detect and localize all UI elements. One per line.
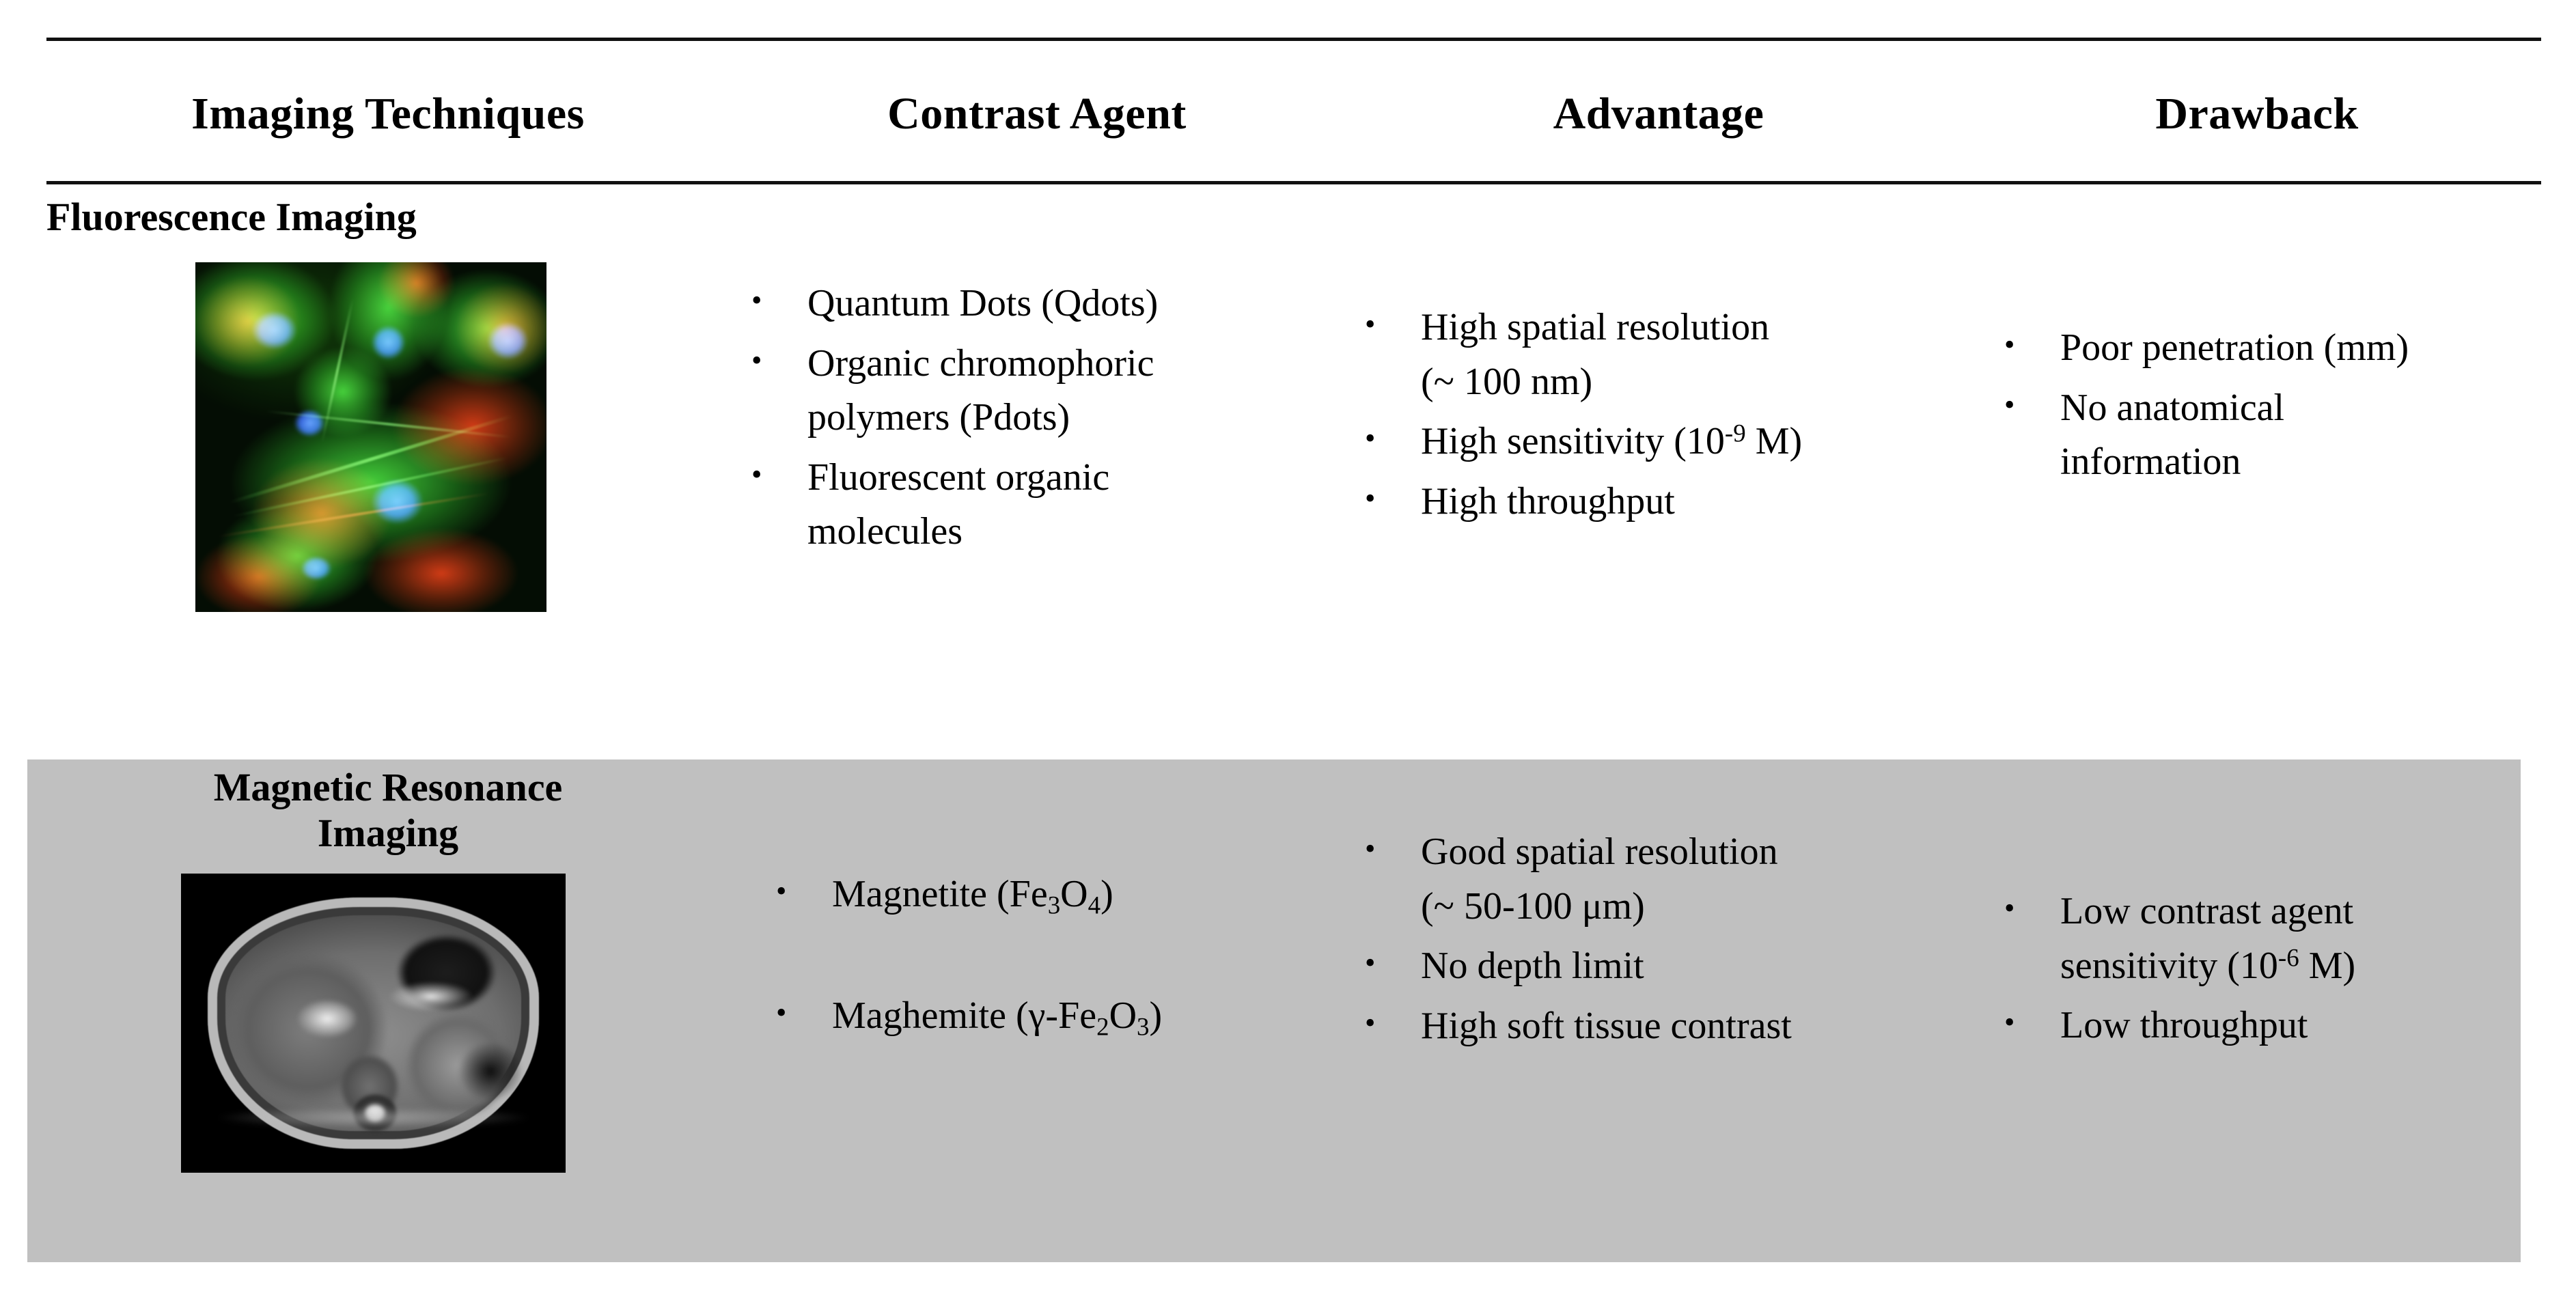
advantage-cell-mri: Good spatial resolution (~ 50-100 μm) No …	[1344, 765, 1973, 1059]
bullet-text: Quantum Dots (Qdots)	[807, 282, 1159, 324]
subscript: 4	[1088, 891, 1101, 919]
column-header-advantage: Advantage	[1553, 89, 1764, 139]
list-item: Fluorescent organic molecules	[745, 451, 1344, 559]
bullet-text: No depth limit	[1421, 945, 1644, 988]
list-item: Quantum Dots (Qdots)	[745, 277, 1344, 331]
fluorescence-micrograph-thumbnail	[195, 262, 546, 612]
table-header-rule	[46, 181, 2541, 184]
table-header-row: Imaging Techniques Contrast Agent Advant…	[46, 51, 2541, 178]
technique-cell-mri: Magnetic Resonance Imaging	[46, 765, 730, 1173]
list-item: Good spatial resolution (~ 50-100 μm)	[1358, 825, 1973, 934]
bullet-text: Low throughput	[2060, 1004, 2308, 1047]
bullet-text: Low contrast agent	[2060, 890, 2354, 932]
table-row-magnetic-resonance-imaging: Magnetic Resonance Imaging Magnetite (Fe…	[46, 765, 2541, 1264]
list-item: No depth limit	[1358, 939, 1973, 994]
bullet-text: Fluorescent organic	[807, 456, 1110, 499]
subscript: 2	[1096, 1012, 1109, 1041]
exponent: -6	[2277, 943, 2299, 971]
bullet-text-cont: molecules	[807, 510, 963, 553]
bullet-text: Poor penetration (mm)	[2060, 326, 2409, 369]
bullet-text-unit: M)	[1745, 420, 1803, 463]
bullet-text-post: )	[1100, 873, 1113, 915]
drawback-cell-mri: Low contrast agent sensitivity (10-6 M) L…	[1973, 765, 2541, 1059]
bullet-text-cont: polymers (Pdots)	[807, 396, 1070, 439]
bullet-text: Maghemite (γ-Fe	[832, 994, 1097, 1037]
bullet-text-cont: information	[2060, 441, 2241, 484]
drawback-list-mri: Low contrast agent sensitivity (10-6 M) L…	[1997, 884, 2541, 1053]
mri-abdominal-slice-thumbnail	[181, 874, 566, 1173]
list-item: High spatial resolution (~ 100 nm)	[1358, 301, 1973, 409]
technique-title-fluorescence: Fluorescence Imaging	[46, 195, 417, 239]
list-item: High throughput	[1358, 475, 1973, 529]
bullet-text: Good spatial resolution	[1421, 831, 1778, 873]
contrast-agent-cell-mri: Magnetite (Fe3O4) Maghemite (γ-Fe2O3)	[730, 765, 1344, 1111]
bullet-text-cont: (~ 50-100 μm)	[1421, 884, 1645, 928]
bullet-text-mid: O	[1060, 873, 1088, 915]
advantage-cell-fluorescence: High spatial resolution (~ 100 nm) High s…	[1344, 195, 1973, 534]
list-item: Poor penetration (mm)	[1997, 321, 2541, 376]
list-item: High sensitivity (10-9 M)	[1358, 415, 1973, 469]
bullet-text-cont: sensitivity (10	[2060, 944, 2278, 987]
bullet-text: High throughput	[1421, 479, 1675, 522]
bullet-text-post: )	[1149, 994, 1163, 1037]
list-item: Maghemite (γ-Fe2O3)	[769, 989, 1344, 1045]
bullet-text-cont: (~ 100 nm)	[1421, 360, 1593, 403]
bullet-text: High spatial resolution	[1421, 306, 1770, 348]
advantage-list-mri: Good spatial resolution (~ 50-100 μm) No …	[1358, 825, 1973, 1053]
list-item: Low contrast agent sensitivity (10-6 M)	[1997, 884, 2541, 993]
technique-cell-fluorescence: Fluorescence Imaging	[46, 195, 730, 612]
contrast-agent-cell-fluorescence: Quantum Dots (Qdots) Organic chromophori…	[730, 195, 1344, 565]
comparison-table: Imaging Techniques Contrast Agent Advant…	[27, 0, 2541, 1310]
bullet-text: High soft tissue contrast	[1421, 1004, 1792, 1047]
bullet-text-mid: O	[1109, 994, 1137, 1037]
contrast-agent-list-mri: Magnetite (Fe3O4) Maghemite (γ-Fe2O3)	[769, 867, 1344, 1045]
bullet-text: No anatomical	[2060, 386, 2285, 429]
table-top-rule	[46, 38, 2541, 41]
column-header-imaging-techniques: Imaging Techniques	[191, 89, 585, 139]
bullet-text: High sensitivity (10	[1421, 420, 1725, 463]
list-item: High soft tissue contrast	[1358, 999, 1973, 1054]
column-header-drawback: Drawback	[2155, 89, 2359, 139]
list-item: Low throughput	[1997, 999, 2541, 1053]
list-item: No anatomical information	[1997, 381, 2541, 490]
bullet-text-unit: M)	[2299, 944, 2356, 987]
bullet-text: Organic chromophoric	[807, 342, 1154, 385]
exponent: -9	[1724, 419, 1746, 447]
drawback-cell-fluorescence: Poor penetration (mm) No anatomical infor…	[1973, 195, 2541, 495]
list-item: Magnetite (Fe3O4)	[769, 867, 1344, 923]
drawback-list-fluorescence: Poor penetration (mm) No anatomical infor…	[1997, 321, 2541, 490]
list-item: Organic chromophoric polymers (Pdots)	[745, 337, 1344, 445]
bullet-text: Magnetite (Fe	[832, 873, 1048, 915]
advantage-list-fluorescence: High spatial resolution (~ 100 nm) High s…	[1358, 301, 1973, 529]
subscript: 3	[1137, 1012, 1150, 1041]
technique-title-mri: Magnetic Resonance Imaging	[213, 765, 563, 855]
subscript: 3	[1047, 891, 1061, 919]
table-row-fluorescence-imaging: Fluorescence Imaging	[46, 195, 2541, 741]
column-header-contrast-agent: Contrast Agent	[887, 89, 1187, 139]
contrast-agent-list-fluorescence: Quantum Dots (Qdots) Organic chromophori…	[745, 277, 1344, 559]
